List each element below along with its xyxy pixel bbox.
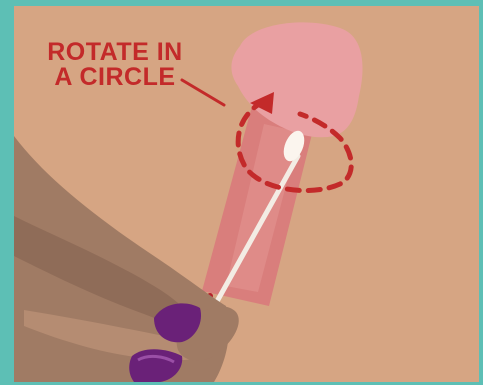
instruction-line-2: A CIRCLE xyxy=(30,65,200,90)
instruction-caption: ROTATE IN A CIRCLE xyxy=(30,40,200,90)
instruction-line-1: ROTATE IN xyxy=(30,40,200,65)
swab-illustration: ROTATE IN A CIRCLE xyxy=(14,6,479,382)
